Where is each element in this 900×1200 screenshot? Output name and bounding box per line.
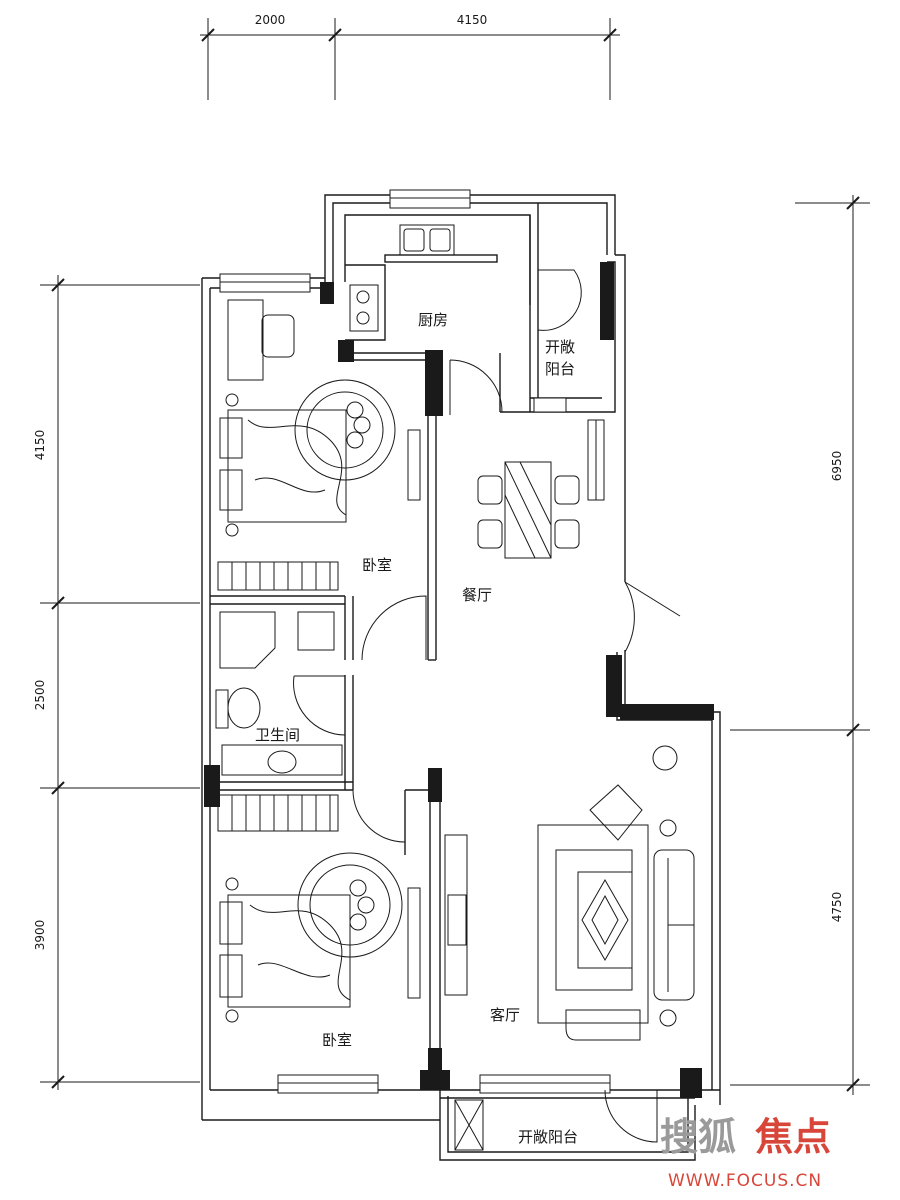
windows [219, 189, 611, 1094]
furniture [215, 224, 695, 1151]
doors [293, 269, 681, 1143]
dim-right-1: 6950 [830, 451, 844, 482]
dim-right-2: 4750 [830, 892, 844, 923]
dim-left-1: 4150 [33, 430, 47, 461]
dim-top-1: 2000 [255, 13, 286, 27]
room-label-bedroom-top: 卧室 [362, 556, 392, 574]
dim-left-2: 2500 [33, 680, 47, 711]
dimension-lines [40, 18, 870, 1095]
dim-top-2: 4150 [457, 13, 488, 27]
walls [201, 194, 721, 1161]
room-label-kitchen: 厨房 [418, 311, 448, 329]
room-label-bathroom: 卫生间 [255, 726, 300, 744]
room-label-bedroom-bottom: 卧室 [322, 1031, 352, 1049]
dim-left-3: 3900 [33, 920, 47, 951]
room-label-dining: 餐厅 [462, 586, 492, 604]
room-label-balcony-top-line1: 开敞 [545, 338, 575, 356]
watermark-brand-part1: 搜狐 [660, 1115, 736, 1159]
wall-pillars [204, 262, 714, 1098]
watermark-url: WWW.FOCUS.CN [668, 1171, 822, 1191]
watermark: 搜狐 焦点 WWW.FOCUS.CN [660, 1115, 831, 1191]
watermark-brand-part2: 焦点 [755, 1115, 831, 1159]
room-label-living: 客厅 [490, 1006, 520, 1024]
room-label-balcony-top-line2: 阳台 [545, 360, 575, 378]
room-label-balcony-bottom: 开敞阳台 [518, 1128, 578, 1146]
